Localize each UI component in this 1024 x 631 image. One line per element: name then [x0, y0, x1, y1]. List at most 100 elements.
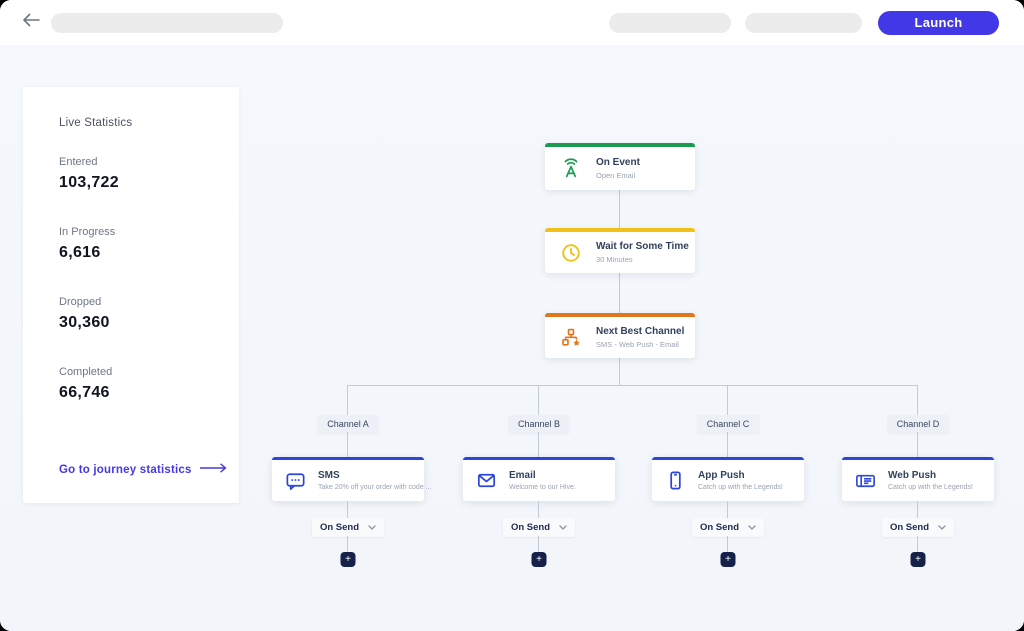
add-node-button[interactable]: +	[340, 552, 356, 567]
connector-line	[727, 536, 728, 552]
node-email[interactable]: Email Welcome to our Hive.	[463, 457, 615, 501]
node-subtitle: Open Email	[596, 171, 636, 180]
long-arrow-right-icon	[198, 463, 228, 476]
node-next-best-channel[interactable]: Next Best Channel SMS - Web Push - Email	[545, 313, 695, 358]
node-title: Email	[509, 470, 536, 481]
node-wait-for-some-time[interactable]: Wait for Some Time 30 Minutes	[545, 228, 695, 273]
journey-canvas: Live Statistics Entered 103,722 In Progr…	[0, 45, 1024, 631]
branch-channel-d: Channel D Web Push Catch up with the Leg…	[842, 385, 994, 571]
branch-connector-line	[348, 385, 918, 386]
add-node-button[interactable]: +	[720, 552, 736, 567]
connector-line	[727, 501, 728, 519]
back-button[interactable]	[22, 13, 40, 32]
connector-line	[347, 536, 348, 552]
channel-d-badge: Channel D	[887, 415, 949, 433]
top-bar: Launch	[0, 0, 1024, 45]
node-text: Email Welcome to our Hive.	[509, 470, 576, 491]
node-app-push[interactable]: App Push Catch up with the Legends!	[652, 457, 804, 501]
node-title: SMS	[318, 470, 340, 481]
back-arrow-icon	[22, 13, 40, 32]
web-push-icon	[853, 469, 877, 493]
connector-line	[538, 501, 539, 519]
stat-value: 103,722	[59, 174, 119, 191]
on-send-dropdown[interactable]: On Send	[502, 518, 576, 537]
journey-link-label: Go to journey statistics	[59, 463, 192, 476]
stat-label: In Progress	[59, 226, 116, 238]
connector-line	[917, 501, 918, 519]
connector-line	[917, 432, 918, 457]
node-web-push[interactable]: Web Push Catch up with the Legends!	[842, 457, 994, 501]
node-subtitle: 30 Minutes	[596, 255, 633, 264]
node-subtitle: Catch up with the Legends!	[888, 484, 973, 491]
connector-line	[347, 385, 348, 415]
branch-channel-a: Channel A SMS Take 20% off your order wi…	[272, 385, 432, 571]
channel-b-badge: Channel B	[508, 415, 570, 433]
on-send-dropdown[interactable]: On Send	[311, 518, 385, 537]
stat-label: Entered	[59, 156, 98, 168]
live-statistics-panel: Live Statistics Entered 103,722 In Progr…	[23, 87, 239, 503]
email-icon	[474, 469, 498, 493]
connector-line	[538, 432, 539, 457]
on-send-label: On Send	[699, 522, 740, 533]
stat-value: 30,360	[59, 314, 110, 331]
sms-icon	[283, 469, 307, 493]
node-sms[interactable]: SMS Take 20% off your order with code ..…	[272, 457, 432, 501]
toolbar-placeholder-2	[745, 12, 862, 33]
go-to-journey-statistics-link[interactable]: Go to journey statistics	[59, 463, 228, 476]
connector-line	[538, 536, 539, 552]
stat-entered: Entered 103,722	[59, 156, 239, 192]
node-title: Web Push	[888, 470, 937, 481]
channel-a-badge: Channel A	[318, 415, 378, 433]
connector-line	[727, 432, 728, 457]
hierarchy-icon	[559, 326, 583, 350]
node-text: On Event Open Email	[596, 157, 640, 180]
connector-line	[727, 385, 728, 415]
broadcast-icon	[559, 157, 583, 181]
stats-panel-title: Live Statistics	[59, 117, 133, 129]
node-subtitle: Welcome to our Hive.	[509, 484, 576, 491]
on-send-dropdown[interactable]: On Send	[691, 518, 765, 537]
branch-channel-b: Channel B Email Welcome to our Hive. On …	[463, 385, 615, 571]
connector-line	[538, 385, 539, 415]
on-send-label: On Send	[889, 522, 930, 533]
connector-line	[917, 385, 918, 415]
chevron-down-icon	[938, 522, 946, 533]
node-on-event[interactable]: On Event Open Email	[545, 143, 695, 190]
stat-label: Dropped	[59, 296, 102, 308]
app-push-icon	[663, 469, 687, 493]
connector-line	[619, 273, 620, 313]
chevron-down-icon	[559, 522, 567, 533]
channel-c-badge: Channel C	[697, 415, 759, 433]
chevron-down-icon	[748, 522, 756, 533]
node-text: Web Push Catch up with the Legends!	[888, 470, 973, 491]
add-node-button[interactable]: +	[531, 552, 547, 567]
on-send-label: On Send	[319, 522, 360, 533]
stat-in-progress: In Progress 6,616	[59, 226, 239, 262]
stat-dropped: Dropped 30,360	[59, 296, 239, 332]
node-subtitle: Take 20% off your order with code ...	[318, 484, 432, 491]
node-title: On Event	[596, 157, 640, 168]
stat-label: Completed	[59, 366, 113, 378]
node-title: App Push	[698, 470, 745, 481]
node-text: Next Best Channel SMS - Web Push - Email	[596, 326, 684, 349]
stat-completed: Completed 66,746	[59, 366, 239, 402]
node-text: SMS Take 20% off your order with code ..…	[318, 470, 432, 491]
stat-value: 66,746	[59, 384, 110, 401]
journey-title-placeholder	[51, 12, 283, 33]
toolbar-placeholder-1	[609, 12, 731, 33]
node-text: App Push Catch up with the Legends!	[698, 470, 783, 491]
clock-icon	[559, 241, 583, 265]
branch-channel-c: Channel C App Push Catch up with the Leg…	[652, 385, 804, 571]
launch-button[interactable]: Launch	[878, 10, 999, 35]
on-send-label: On Send	[510, 522, 551, 533]
on-send-dropdown[interactable]: On Send	[881, 518, 955, 537]
connector-line	[619, 190, 620, 228]
node-subtitle: Catch up with the Legends!	[698, 484, 783, 491]
connector-line	[347, 432, 348, 457]
add-node-button[interactable]: +	[910, 552, 926, 567]
connector-line	[917, 536, 918, 552]
chevron-down-icon	[368, 522, 376, 533]
node-title: Next Best Channel	[596, 326, 685, 337]
node-subtitle: SMS - Web Push - Email	[596, 340, 679, 349]
